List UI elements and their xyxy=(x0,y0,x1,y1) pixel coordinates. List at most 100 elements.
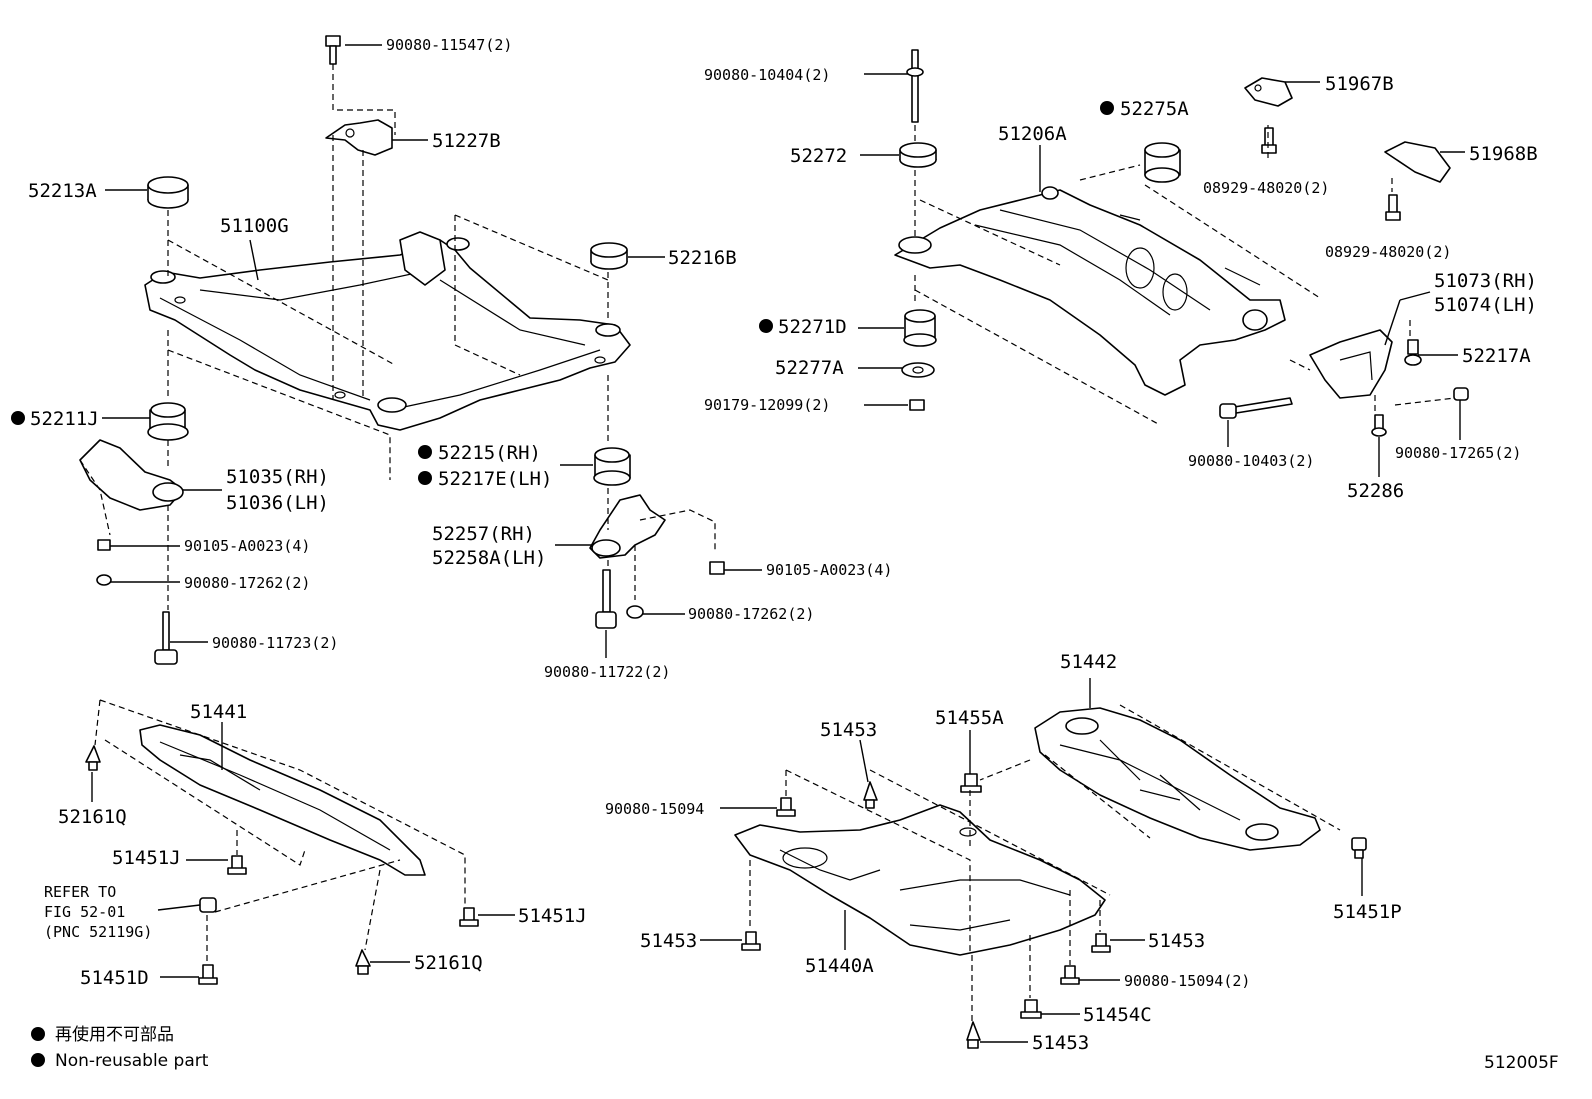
nut-90080-17262-b xyxy=(626,605,644,619)
bushing-52213A xyxy=(147,176,189,209)
label-51451D: 51451D xyxy=(80,967,149,989)
label-52161Q-b: 52161Q xyxy=(414,952,483,974)
label-51453-d: 51453 xyxy=(1032,1032,1089,1054)
label-51454C: 51454C xyxy=(1083,1004,1152,1026)
bolt-90080-11547 xyxy=(325,35,341,65)
label-52213A: 52213A xyxy=(28,180,97,202)
bolt-52286 xyxy=(1371,414,1387,437)
washer-52277A xyxy=(901,362,935,378)
label-52216B: 52216B xyxy=(668,247,737,269)
ref-line-1: REFER TO xyxy=(44,883,116,901)
bolt-90080-11723 xyxy=(154,611,178,665)
bolt-08929-48020-b xyxy=(1385,194,1401,221)
stud-bolt-90080-10404 xyxy=(906,49,924,123)
label-51227B: 51227B xyxy=(432,130,501,152)
clip-51453-c2 xyxy=(1091,933,1111,953)
label-90080-15094: 90080-15094 xyxy=(605,800,704,818)
leader-lines xyxy=(91,44,1465,1043)
label-52258ALH: 52258A(LH) xyxy=(432,547,546,569)
bolt-90080-10403 xyxy=(1219,397,1293,419)
label-08929-48020-b: 08929-48020(2) xyxy=(1325,243,1451,261)
under-cover-51441 xyxy=(139,724,426,876)
bushing-52211J xyxy=(147,402,189,441)
label-90080-11722: 90080-11722(2) xyxy=(544,663,670,681)
label-52217A: 52217A xyxy=(1462,345,1531,367)
bolt-08929-48020-a xyxy=(1261,127,1277,154)
label-90080-11547: 90080-11547(2) xyxy=(386,36,512,54)
legend-jp: 再使用不可部品 xyxy=(55,1024,174,1045)
bolt-52217A xyxy=(1404,339,1422,366)
label-51453-a: 51453 xyxy=(820,719,877,741)
label-90105-A0023-b: 90105-A0023(4) xyxy=(766,561,892,579)
label-51036LH: 51036(LH) xyxy=(226,492,329,514)
label-51206A: 51206A xyxy=(998,123,1067,145)
label-51453-c: 51453 xyxy=(1148,930,1205,952)
label-51035RH: 51035(RH) xyxy=(226,466,329,488)
label-52271D: 52271D xyxy=(778,316,847,338)
label-51100G: 51100G xyxy=(220,215,289,237)
label-51455A: 51455A xyxy=(935,707,1004,729)
nut-90179-12099 xyxy=(909,399,925,411)
nut-90080-17265 xyxy=(1453,387,1469,401)
label-51453-b: 51453 xyxy=(640,930,697,952)
label-52211J: 52211J xyxy=(30,408,99,430)
under-cover-51442 xyxy=(1034,707,1321,851)
bolt-90105-A0023-b xyxy=(709,561,725,575)
bracket-51968B xyxy=(1384,141,1451,183)
clip-51454C xyxy=(1020,999,1042,1019)
label-51451J-b: 51451J xyxy=(518,905,587,927)
label-51451P: 51451P xyxy=(1333,901,1402,923)
bracket-51967B xyxy=(1244,77,1293,107)
label-52257RH: 52257(RH) xyxy=(432,523,535,545)
under-cover-51440A xyxy=(734,804,1106,956)
label-90080-17262-a: 90080-17262(2) xyxy=(184,574,310,592)
grommet-refer xyxy=(199,897,217,913)
front-crossmember-51100G xyxy=(144,231,631,431)
label-51968B: 51968B xyxy=(1469,143,1538,165)
label-90105-A0023-a: 90105-A0023(4) xyxy=(184,537,310,555)
bolt-90080-15094-2 xyxy=(1060,965,1080,985)
stopper-52215 xyxy=(593,447,631,486)
legend: 再使用不可部品 Non-reusable part xyxy=(31,1024,209,1071)
cushion-52272 xyxy=(899,142,937,168)
label-52275A: 52275A xyxy=(1120,98,1189,120)
assembly-lines xyxy=(79,64,1456,1022)
label-52286: 52286 xyxy=(1347,480,1404,502)
label-52161Q-a: 52161Q xyxy=(58,806,127,828)
clip-51453-a xyxy=(863,781,878,809)
label-51074LH: 51074(LH) xyxy=(1434,294,1537,316)
clip-51453-c xyxy=(741,931,761,951)
label-52215RH: 52215(RH) xyxy=(438,442,541,464)
bushing-52275A xyxy=(1144,142,1181,183)
label-90080-10403: 90080-10403(2) xyxy=(1188,452,1314,470)
label-51442: 51442 xyxy=(1060,651,1117,673)
label-51440A: 51440A xyxy=(805,955,874,977)
label-51451J-a: 51451J xyxy=(112,847,181,869)
label-90080-11723: 90080-11723(2) xyxy=(212,634,338,652)
clip-51451D xyxy=(198,964,218,985)
label-51441: 51441 xyxy=(190,701,247,723)
label-90080-17265: 90080-17265(2) xyxy=(1395,444,1521,462)
part-labels: 90080-11547(2) 51227B 52213A 51100G 5221… xyxy=(28,36,1538,1054)
non-reusable-markers xyxy=(11,101,1114,485)
clip-52161Q-b xyxy=(355,949,371,975)
clip-51451P xyxy=(1351,837,1367,859)
clip-52161Q-a xyxy=(85,745,101,771)
rear-crossmember-51206A xyxy=(894,186,1286,396)
label-52217ELH: 52217E(LH) xyxy=(438,468,552,490)
bracket-51073 xyxy=(1309,329,1393,399)
bolt-90080-15094 xyxy=(776,797,796,817)
label-51967B: 51967B xyxy=(1325,73,1394,95)
nut-90080-17262-a xyxy=(96,574,112,586)
bushing-52216B xyxy=(590,242,628,270)
clip-51451J-b xyxy=(459,907,479,927)
ref-line-2: FIG 52-01 xyxy=(44,903,125,921)
label-52277A: 52277A xyxy=(775,357,844,379)
label-51073RH: 51073(RH) xyxy=(1434,270,1537,292)
bolt-90080-11722 xyxy=(595,569,617,629)
ref-line-3: (PNC 52119G) xyxy=(44,923,152,941)
label-90080-10404: 90080-10404(2) xyxy=(704,66,830,84)
bolt-90105-A0023-a xyxy=(97,539,111,551)
cushion-52271D xyxy=(903,309,937,347)
label-08929-48020-a: 08929-48020(2) xyxy=(1203,179,1329,197)
